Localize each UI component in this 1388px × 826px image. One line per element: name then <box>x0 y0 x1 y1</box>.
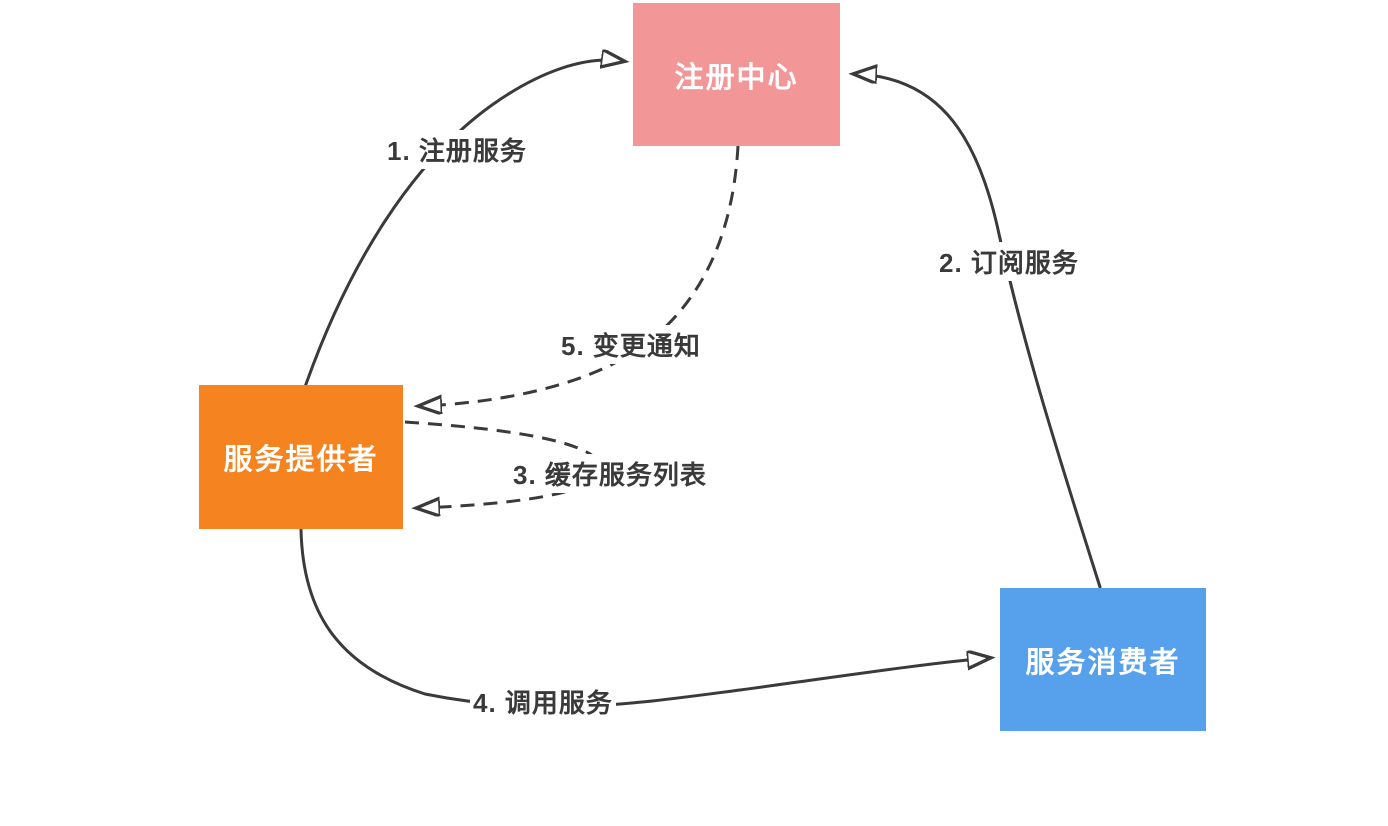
edge-subscribe-service <box>856 74 1102 589</box>
node-service-consumer: 服务消费者 <box>1000 588 1206 731</box>
edge-invoke-service <box>299 528 988 709</box>
edge-register-service <box>303 60 622 389</box>
node-provider-label: 服务提供者 <box>223 444 379 476</box>
node-consumer-label: 服务消费者 <box>1025 646 1181 679</box>
node-service-provider: 服务提供者 <box>199 385 403 529</box>
edge-label-cache-service-list: 3. 缓存服务列表 <box>510 454 710 493</box>
edge-label-invoke-service: 4. 调用服务 <box>470 682 616 721</box>
node-registry-center: 注册中心 <box>633 3 840 146</box>
node-registry-label: 注册中心 <box>674 61 799 94</box>
edge-label-subscribe-service: 2. 订阅服务 <box>936 242 1082 281</box>
edge-change-notify <box>421 145 740 406</box>
edge-label-change-notify: 5. 变更通知 <box>558 325 704 364</box>
edge-label-register-service: 1. 注册服务 <box>384 130 530 169</box>
